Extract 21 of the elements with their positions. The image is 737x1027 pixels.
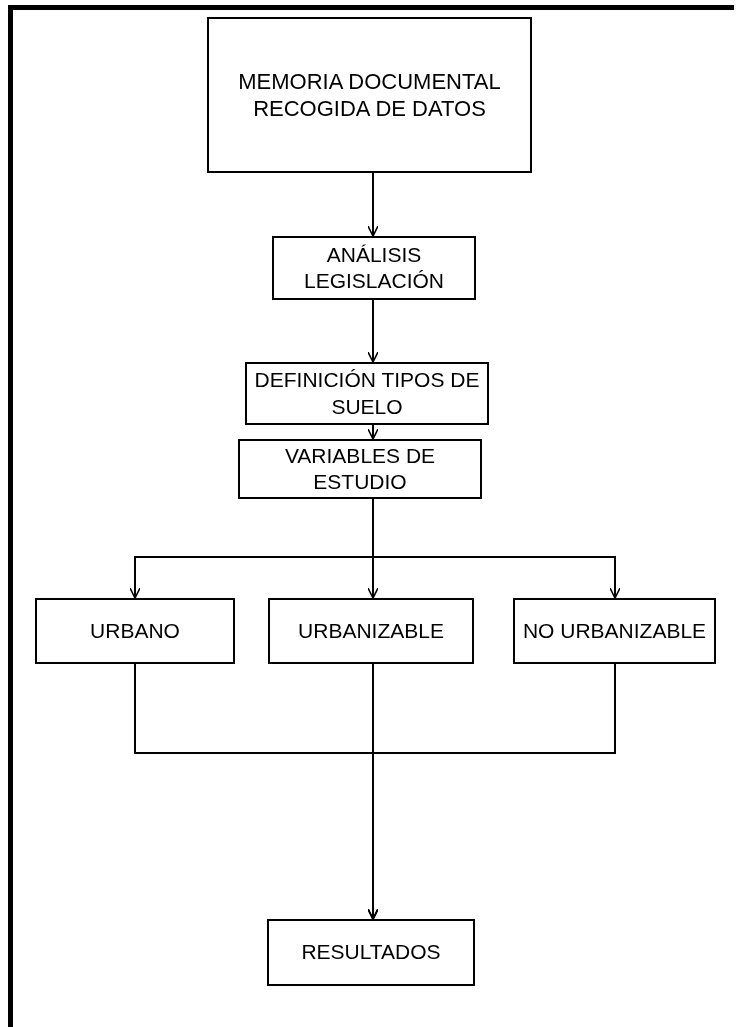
box-label: VARIABLES DE ESTUDIO	[283, 442, 437, 495]
process-box	[238, 439, 482, 499]
process-box	[272, 236, 476, 300]
box-label: URBANO	[90, 617, 180, 644]
box-label: DEFINICIÓN TIPOS DE SUELO	[253, 367, 481, 420]
box-label: RESULTADOS	[301, 939, 441, 966]
process-box	[267, 919, 475, 986]
arrow	[367, 663, 616, 920]
arrow	[367, 172, 379, 237]
process-box	[513, 598, 716, 664]
process-box	[207, 17, 532, 173]
arrow	[372, 498, 621, 599]
box-label: ANÁLISIS LEGISLACIÓN	[302, 241, 446, 294]
box-label: URBANIZABLE	[298, 617, 444, 644]
process-box	[245, 362, 489, 425]
process-box	[35, 598, 235, 664]
box-label: NO URBANIZABLE	[522, 617, 707, 644]
arrow	[367, 299, 379, 363]
arrow	[367, 424, 379, 440]
box-label: MEMORIA DOCUMENTAL RECOGIDA DE DATOS	[237, 67, 502, 123]
process-box	[268, 598, 474, 664]
